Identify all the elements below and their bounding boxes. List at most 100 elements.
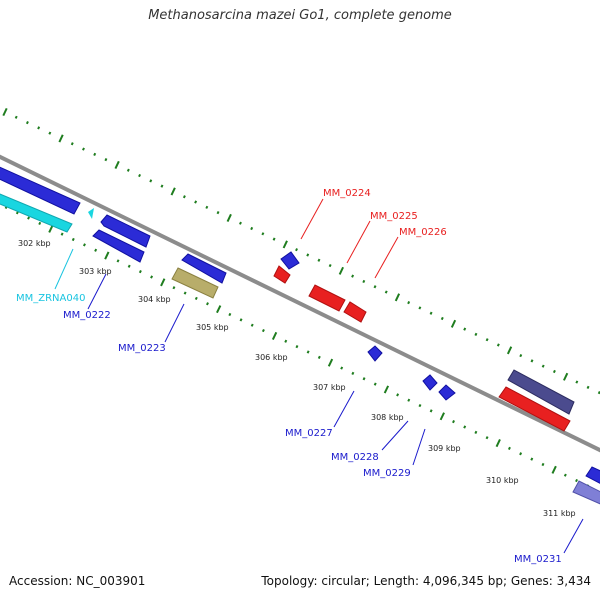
gene-feature-reverse[interactable] [308,284,346,312]
tick-mark [160,278,166,287]
tick-mark [250,226,254,231]
gene-label-mm0225[interactable]: MM_0225 [370,211,418,222]
tick-mark [216,211,220,215]
gene-feature-reverse[interactable] [343,301,367,323]
gene-label-mm0227[interactable]: MM_0227 [285,428,333,439]
tick-mark [170,187,176,196]
tick-mark [261,232,265,236]
tick-mark [429,409,433,413]
gene-feature-reverse[interactable] [498,386,571,432]
gene-label-mm0224[interactable]: MM_0224 [323,188,371,199]
gene-feature-forward[interactable] [438,384,456,401]
tick-mark [261,328,265,333]
gene-label-mm0231[interactable]: MM_0231 [514,554,562,565]
tick-mark [216,305,222,314]
tick-mark [450,319,457,328]
tick-mark [530,359,534,363]
tick-mark [351,371,355,376]
tick-mark [2,107,8,117]
gene-feature-forward[interactable] [0,165,81,215]
leader-line-zrna040 [54,248,74,290]
leader-line-mm0225 [346,220,371,264]
tick-mark [474,332,478,337]
tick-mark [70,142,74,146]
gene-feature-forward[interactable] [367,345,383,362]
tick-mark [362,377,366,381]
tick-mark [586,385,590,389]
tick-mark [463,425,467,429]
scale-label: 305 kbp [196,323,229,332]
tick-mark [439,412,445,421]
gene-feature-forward[interactable] [585,466,600,486]
tick-mark [418,306,422,310]
tick-mark [82,147,85,151]
gene-feature-forward[interactable] [181,253,227,284]
tick-mark [93,152,97,156]
tick-mark [485,338,489,342]
tick-mark [60,232,64,236]
gene-label-mm0222[interactable]: MM_0222 [63,310,111,321]
tick-mark [317,355,321,359]
gene-feature-light[interactable] [572,480,600,506]
gene-feature-rna[interactable] [0,192,73,233]
tick-mark [429,311,433,315]
scale-label: 307 kbp [313,383,346,392]
tick-mark [48,131,52,135]
gene-feature-reverse[interactable] [273,265,291,284]
scale-label: 302 kbp [18,239,51,248]
gene-label-zrna040[interactable]: MM_ZRNA040 [16,293,85,304]
scale-label: 304 kbp [138,295,171,304]
tick-mark [384,290,388,294]
tick-mark [328,263,332,268]
tick-mark [485,436,489,440]
tick-mark [327,358,334,367]
gene-label-mm0223[interactable]: MM_0223 [118,343,166,354]
tick-mark [228,312,232,317]
tick-mark [48,224,54,233]
gene-label-mm0228[interactable]: MM_0228 [331,452,379,463]
gene-feature-dark[interactable] [507,369,575,415]
tick-mark [282,240,288,249]
gene-feature-forward[interactable] [280,251,300,270]
scale-label: 311 kbp [543,509,576,518]
tick-mark [394,293,401,302]
tick-mark [575,478,578,483]
leader-line-mm0227 [333,390,355,428]
tick-mark [306,350,310,354]
gene-feature-forward[interactable] [422,374,438,391]
tick-mark [507,446,511,451]
scale-label: 310 kbp [486,476,519,485]
tick-mark [295,248,298,252]
tick-mark [150,275,154,279]
tick-mark [194,296,198,301]
tick-mark [271,331,278,340]
tick-mark [338,266,344,275]
gene-feature-other[interactable] [171,267,219,299]
tick-mark [94,248,98,252]
tick-mark [563,372,569,381]
gene-label-mm0226[interactable]: MM_0226 [399,227,447,238]
tick-mark [239,221,242,225]
gene-feature-rna-small[interactable] [88,208,94,219]
gene-label-mm0229[interactable]: MM_0229 [363,468,411,479]
genome-backbone [0,154,600,453]
tick-mark [496,343,500,347]
tick-mark [127,264,131,268]
leader-line-mm0228 [381,420,409,451]
tick-mark [575,380,579,384]
gene-labels: MM_0224 MM_0225 MM_0226 MM_ZRNA040 MM_02… [16,188,562,565]
tick-mark [519,353,523,358]
scale-labels: 302 kbp 303 kbp 304 kbp 305 kbp 306 kbp … [18,239,576,518]
tick-mark [250,323,254,327]
leader-line-mm0224 [300,198,324,240]
gene-feature-forward[interactable] [92,229,145,263]
leader-line-mm0226 [374,236,399,279]
tick-mark [226,213,232,222]
tick-mark [407,398,411,402]
tick-mark [104,158,108,162]
tick-mark [138,173,142,178]
tick-mark [383,385,390,394]
gene-feature-forward[interactable] [100,214,151,248]
